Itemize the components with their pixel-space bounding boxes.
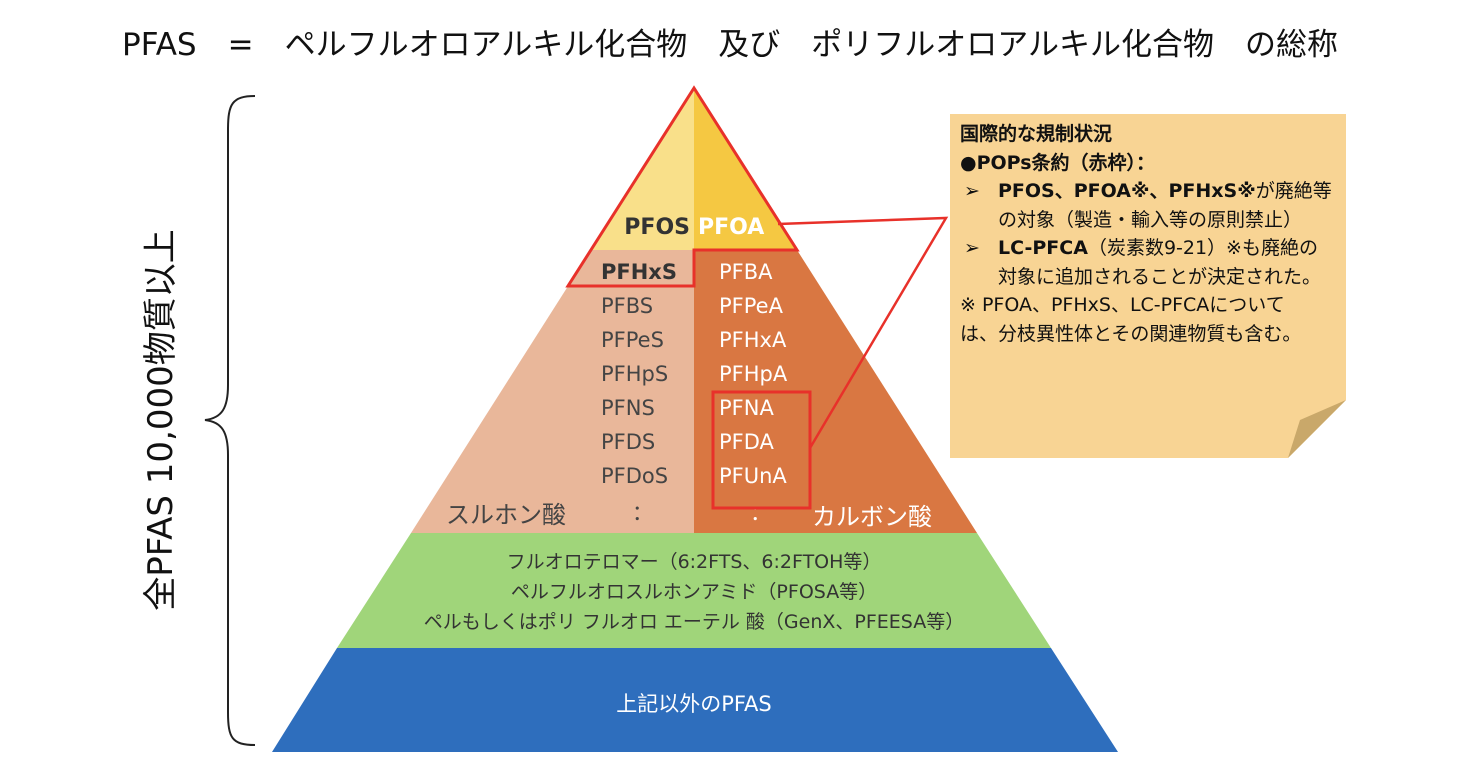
ellipsis: ：: [632, 501, 653, 525]
list-item: PFHpA: [719, 362, 788, 386]
note-bullet-2: ➢ LC-PFCA（炭素数9-21）※も廃絶の対象に追加されることが決定された。: [960, 234, 1336, 291]
note-fold: [1288, 400, 1346, 458]
green-line-1: フルオロテロマー（6:2FTS、6:2FTOH等）: [507, 551, 882, 573]
bullet-1-bold: PFOS、PFOA※、PFHxS※: [998, 180, 1256, 202]
sulfonic-section: [411, 250, 694, 533]
regulation-note: 国際的な規制状況 ●POPs条約（赤枠）： ➢ PFOS、PFOA※、PFHxS…: [950, 114, 1346, 458]
note-pops: ●POPs条約（赤枠）：: [960, 151, 1156, 174]
list-item: PFHxS: [601, 260, 677, 284]
green-line-3: ペルもしくはポリ フルオロ エーテル 酸（GenX、PFEESA等）: [424, 611, 964, 633]
sulfonic-list: PFHxS PFBS PFPeS PFHpS PFNS PFDS PFDoS ：…: [446, 260, 677, 529]
carboxylic-list: PFBA PFPeA PFHxA PFHpA PFNA PFDA PFUnA ：…: [719, 260, 932, 531]
list-item: PFPeS: [601, 328, 664, 352]
label-pfoa: PFOA: [698, 215, 764, 240]
note-bullet-1: ➢ PFOS、PFOA※、PFHxS※が廃絶等の対象（製造・輸入等の原則禁止）: [960, 177, 1336, 234]
list-item: PFNS: [601, 396, 655, 420]
connector-line: [777, 216, 949, 449]
ellipsis: ：: [750, 501, 771, 525]
list-item: PFBS: [601, 294, 653, 318]
arrow-bullet-icon: ➢: [964, 180, 980, 202]
blue-section: [272, 648, 1118, 752]
bullet-2-bold: LC-PFCA: [998, 237, 1088, 259]
list-item: PFHxA: [719, 328, 787, 352]
side-label: 全PFAS 10,000物質以上: [141, 229, 181, 611]
sulfonic-label: スルホン酸: [446, 501, 566, 529]
carboxylic-label: カルボン酸: [812, 503, 932, 531]
list-item: PFNA: [719, 396, 774, 420]
list-item: PFHpS: [601, 362, 668, 386]
brace: [204, 95, 256, 746]
list-item: PFDS: [601, 430, 655, 454]
arrow-bullet-icon: ➢: [964, 237, 980, 259]
list-item: PFPeA: [719, 294, 784, 318]
bullet-2-text: （炭素数9-21）※も廃絶の対象に追加されることが決定された。: [998, 237, 1322, 288]
bullet-1-text: が廃絶等の対象（製造・輸入等の原則禁止）: [998, 180, 1332, 231]
list-item: PFUnA: [719, 464, 787, 488]
list-item: PFDA: [719, 430, 775, 454]
list-item: PFDoS: [601, 464, 668, 488]
lc-pfca-red-frame: [711, 390, 812, 510]
label-pfos: PFOS: [624, 215, 690, 240]
note-footnote: ※ PFOA、PFHxS、LC-PFCAについては、分枝異性体とその関連物質も含…: [960, 294, 1302, 345]
note-background: [950, 114, 1346, 458]
blue-label: 上記以外のPFAS: [616, 692, 772, 716]
note-heading: 国際的な規制状況: [960, 123, 1113, 145]
carboxylic-section: [694, 250, 977, 533]
page-title: PFAS = ペルフルオロアルキル化合物 及び ポリフルオロアルキル化合物 の総…: [122, 27, 1338, 63]
green-line-2: ペルフルオロスルホンアミド（PFOSA等）: [511, 581, 877, 603]
list-item: PFBA: [719, 260, 773, 284]
green-section: [337, 533, 1051, 648]
